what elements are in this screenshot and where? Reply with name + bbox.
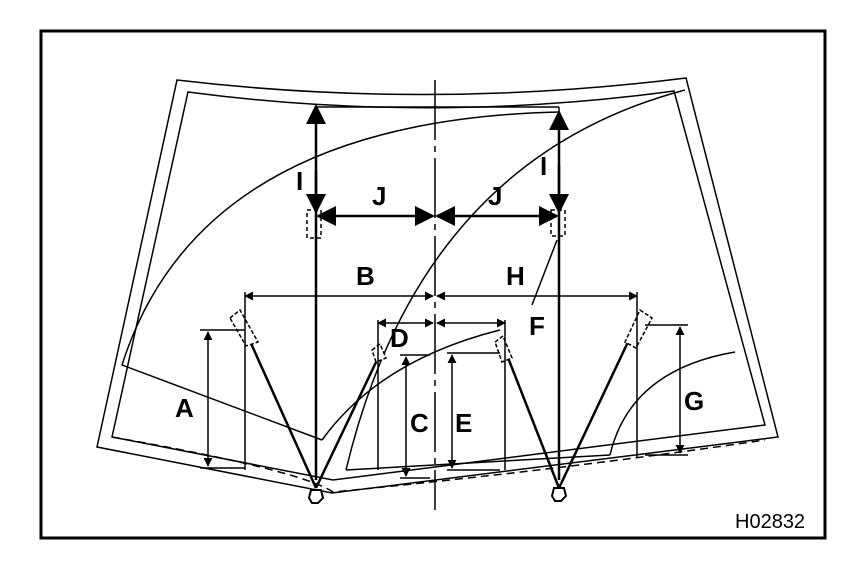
figure-code: H02832 bbox=[735, 511, 805, 533]
label-c: C bbox=[410, 408, 429, 438]
label-j-left: J bbox=[372, 181, 386, 211]
wiper-blade-tips bbox=[229, 308, 653, 363]
label-j-right: J bbox=[488, 181, 502, 211]
wiper-pivot-icon bbox=[307, 487, 568, 504]
label-i-left: I bbox=[296, 166, 303, 196]
label-h: H bbox=[506, 261, 525, 291]
label-g: G bbox=[684, 386, 704, 416]
label-i-right: I bbox=[540, 151, 547, 181]
label-a: A bbox=[175, 393, 194, 423]
label-e: E bbox=[455, 408, 472, 438]
label-d: D bbox=[390, 323, 409, 353]
dimension-lines bbox=[200, 104, 688, 480]
label-f: F bbox=[529, 311, 545, 341]
label-b: B bbox=[356, 261, 375, 291]
wiper-arms bbox=[243, 324, 638, 489]
diagram-frame bbox=[39, 29, 827, 540]
